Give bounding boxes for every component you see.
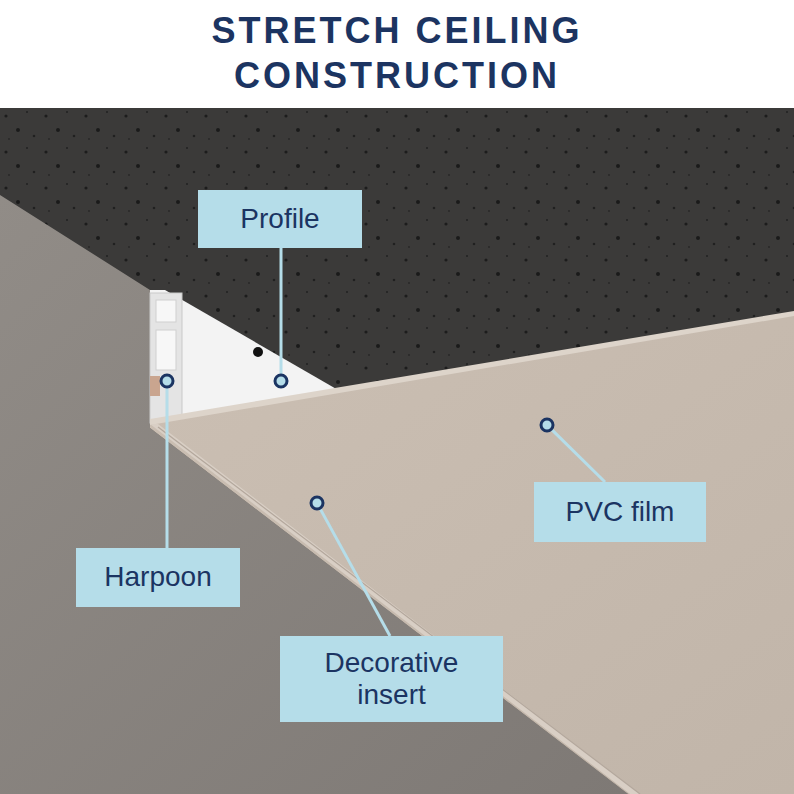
leader-line [280,248,283,374]
title-block: STRETCH CEILING CONSTRUCTION [0,8,794,98]
callout-marker [275,375,287,387]
callout-box: PVC film [534,482,706,542]
harpoon-shape [150,376,160,396]
callout-label: PVC film [550,496,690,528]
title: STRETCH CEILING CONSTRUCTION [162,8,632,98]
callout-marker [161,375,173,387]
leader-line [552,430,605,482]
callout-marker [311,497,323,509]
callout-label: Profile [214,203,346,235]
callout-label: Harpoon [92,561,224,593]
pvc-film [150,312,794,794]
profile-cavity [156,330,176,370]
concrete-slab [0,108,794,794]
decorative-insert-strip [150,424,640,794]
leader-line [320,509,390,636]
callout-label: Decorative insert [297,647,487,711]
callout-box: Decorative insert [280,636,503,722]
film-edge [150,311,794,425]
callout-box: Profile [198,190,362,248]
callout-marker [541,419,553,431]
leader-line [166,388,169,548]
callout-box: Harpoon [76,548,240,607]
profile-cavity [156,300,176,322]
profile-hole [253,347,263,357]
